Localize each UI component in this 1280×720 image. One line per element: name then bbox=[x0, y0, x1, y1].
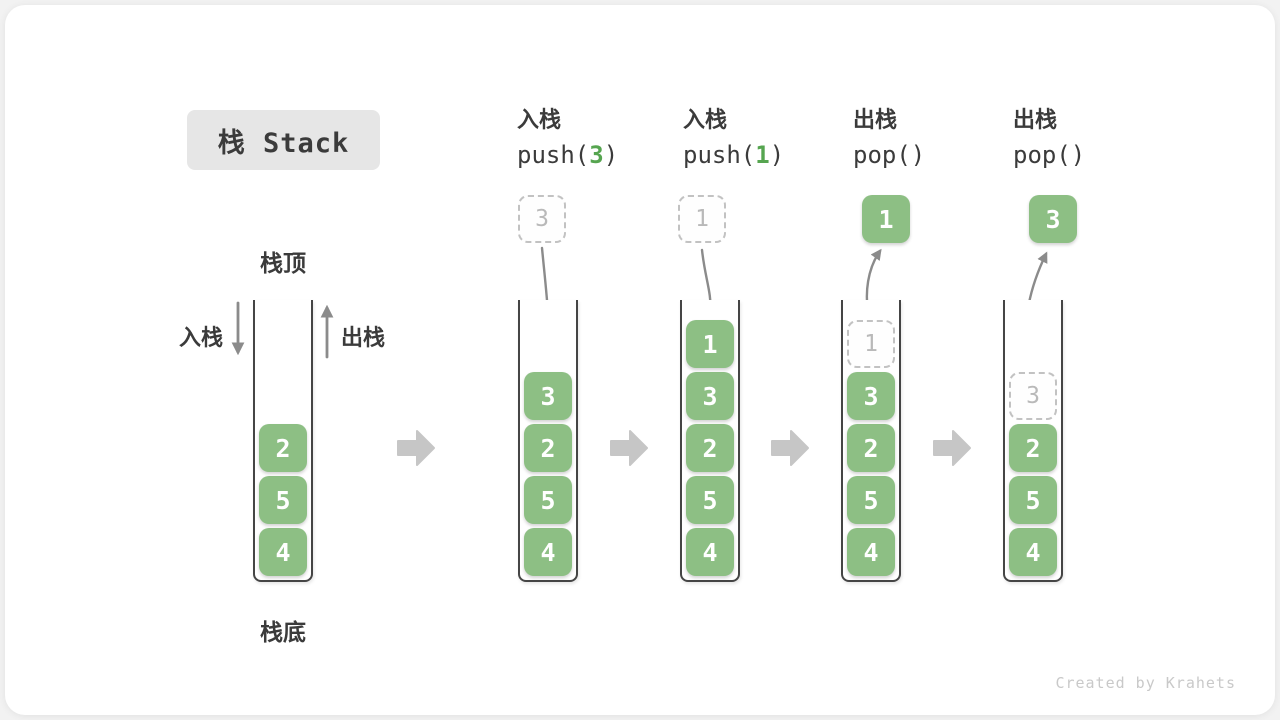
stack-cell: 2 bbox=[686, 424, 734, 472]
stage-header-push-1: 入栈 push(1) bbox=[683, 106, 784, 169]
popped-cell: 1 bbox=[862, 195, 910, 243]
stack-cell-ghost: 1 bbox=[847, 320, 895, 368]
stack-cell-ghost: 3 bbox=[1009, 372, 1057, 420]
stack-cell: 5 bbox=[686, 476, 734, 524]
stack-cell: 2 bbox=[259, 424, 307, 472]
stack-cell: 3 bbox=[524, 372, 572, 420]
stage-code-label: push(3) bbox=[517, 141, 619, 169]
stage-code-label: pop() bbox=[853, 141, 926, 169]
credit-text: Created by Krahets bbox=[1055, 674, 1236, 692]
stack-cell: 5 bbox=[259, 476, 307, 524]
stage-header-pop-3: 出栈 pop() bbox=[1013, 106, 1085, 169]
stack-cell: 5 bbox=[524, 476, 572, 524]
stack-cell: 4 bbox=[259, 528, 307, 576]
stage-code-label: pop() bbox=[1013, 141, 1086, 169]
stack-cell: 5 bbox=[847, 476, 895, 524]
stack-top-label: 栈顶 bbox=[260, 250, 306, 276]
stack-cell: 2 bbox=[847, 424, 895, 472]
incoming-cell: 1 bbox=[678, 195, 726, 243]
stack-cell: 4 bbox=[524, 528, 572, 576]
stage-action-label: 入栈 bbox=[683, 107, 728, 132]
popped-cell: 3 bbox=[1029, 195, 1077, 243]
stack-cell: 1 bbox=[686, 320, 734, 368]
pop-side-label: 出栈 bbox=[341, 325, 386, 350]
stage-action-label: 出栈 bbox=[853, 107, 898, 132]
stack-cell: 3 bbox=[847, 372, 895, 420]
stack-cell: 4 bbox=[847, 528, 895, 576]
diagram-title: 栈 Stack bbox=[187, 110, 380, 170]
stack-cell: 4 bbox=[1009, 528, 1057, 576]
stage-action-label: 出栈 bbox=[1013, 107, 1058, 132]
stack-cell: 2 bbox=[1009, 424, 1057, 472]
stack-bottom-label: 栈底 bbox=[260, 619, 306, 645]
stage-header-pop-1: 出栈 pop() bbox=[853, 106, 925, 169]
stack-cell: 2 bbox=[524, 424, 572, 472]
stage-code-label: push(1) bbox=[683, 141, 785, 169]
stack-cell: 4 bbox=[686, 528, 734, 576]
stack-cell: 3 bbox=[686, 372, 734, 420]
stage-header-push-3: 入栈 push(3) bbox=[517, 106, 618, 169]
stage-action-label: 入栈 bbox=[517, 107, 562, 132]
stack-cell: 5 bbox=[1009, 476, 1057, 524]
incoming-cell: 3 bbox=[518, 195, 566, 243]
push-side-label: 入栈 bbox=[179, 325, 224, 350]
